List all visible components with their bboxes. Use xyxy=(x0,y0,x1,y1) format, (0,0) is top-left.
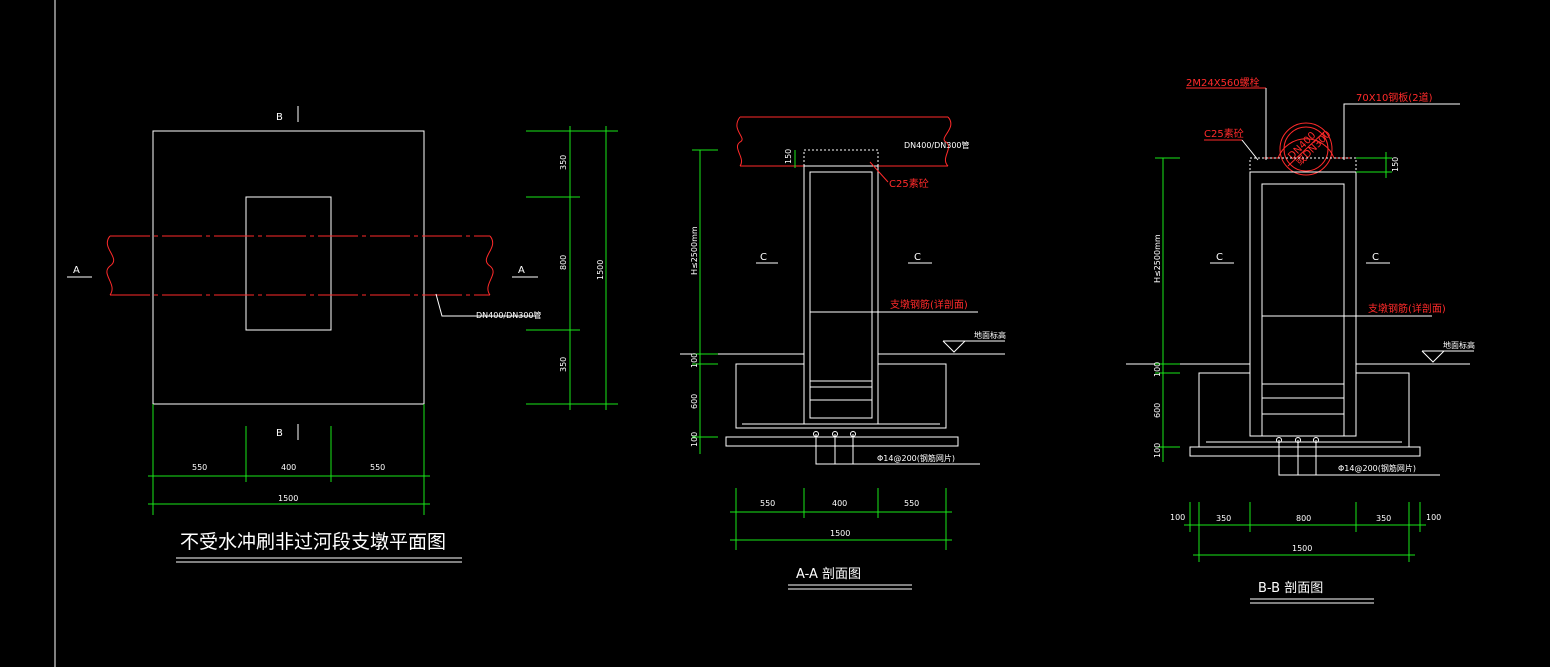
section-aa-rebar-label: 支墩钢筋(详剖面) xyxy=(890,298,968,311)
section-aa-vdim-600: 600 xyxy=(690,394,699,409)
section-aa-top-dim: 150 xyxy=(784,149,793,164)
section-aa-mesh-label: Φ14@200(钢筋网片) xyxy=(877,453,955,463)
section-aa-bottom-dimensions: 550 400 550 1500 xyxy=(730,488,952,550)
section-bb-vdim-100-top: 100 xyxy=(1153,362,1162,377)
section-aa-concrete-cradle xyxy=(803,149,879,167)
plan-dim-350-bottom: 350 xyxy=(559,357,568,372)
section-bb-column xyxy=(1249,171,1357,437)
section-bb-h-label: H≤2500mm xyxy=(1153,234,1162,283)
section-aa-mark-c-left: C xyxy=(760,252,767,263)
section-aa-pipe-label: DN400/DN300管 xyxy=(904,140,970,150)
section-aa-dim-550-left: 550 xyxy=(760,499,775,508)
plan-section-mark-b-bottom: B xyxy=(276,428,283,439)
section-bb-vertical-dimensions: H≤2500mm 100 600 100 xyxy=(1153,157,1180,462)
section-bb-mark-c-right: C xyxy=(1372,252,1379,263)
plan-right-dimensions: 350 800 350 1500 xyxy=(526,126,618,410)
section-aa-dim-400: 400 xyxy=(832,499,847,508)
section-aa-dim-total: 1500 xyxy=(830,529,850,538)
section-bb-dim-800: 800 xyxy=(1296,514,1311,523)
section-bb-base-slab xyxy=(1189,446,1421,457)
section-bb-steel-label: 70X10钢板(2道) xyxy=(1356,91,1433,104)
plan-column-outline xyxy=(245,196,332,331)
section-bb-dim-350-left: 350 xyxy=(1216,514,1231,523)
plan-section-mark-a-right: A xyxy=(518,265,525,276)
plan-section-mark-b-top: B xyxy=(276,112,283,123)
plan-title: 不受水冲刷非过河段支墩平面图 xyxy=(180,531,446,553)
section-bb-bottom-dimensions: 100 350 800 350 100 1500 xyxy=(1170,502,1441,562)
section-bb-dim-100-right: 100 xyxy=(1426,513,1441,522)
section-bb-vdim-100-bottom: 100 xyxy=(1153,443,1162,458)
section-bb-top-dim: 150 xyxy=(1391,157,1400,172)
section-bb-bolt-label: 2M24X560螺栓 xyxy=(1186,76,1260,89)
plan-view: B B A A DN400/DN300管 550 400 550 1500 xyxy=(67,106,618,563)
plan-dim-400: 400 xyxy=(281,463,296,472)
plan-dim-350-top: 350 xyxy=(559,155,568,170)
plan-section-mark-a-left: A xyxy=(73,265,80,276)
section-bb-vdim-600: 600 xyxy=(1153,403,1162,418)
section-bb-view: DN400 或DN300 地面标高 Φ14@200(钢筋网片) C C xyxy=(1126,76,1475,604)
section-bb-dim-350-right: 350 xyxy=(1376,514,1391,523)
section-aa-concrete-label: C25素砼 xyxy=(889,177,929,190)
section-aa-mark-c-right: C xyxy=(914,252,921,263)
section-bb-rebar-label: 支墩钢筋(详剖面) xyxy=(1368,302,1446,315)
plan-pipe xyxy=(106,235,494,296)
section-bb-mark-c-left: C xyxy=(1216,252,1223,263)
section-bb-concrete-label: C25素砼 xyxy=(1204,127,1244,140)
section-bb-title: B-B 剖面图 xyxy=(1258,581,1323,596)
section-bb-pipe xyxy=(1279,122,1333,176)
plan-dim-right-total: 1500 xyxy=(596,260,605,280)
section-aa-column xyxy=(803,165,879,425)
section-aa-view: 地面标高 Φ14@200(钢筋网片) C C 支墩钢筋(详剖面) C25素砼 D… xyxy=(680,116,1006,590)
plan-bottom-dimensions: 550 400 550 1500 xyxy=(148,404,430,515)
plan-pier-outline xyxy=(152,130,425,405)
section-aa-title: A-A 剖面图 xyxy=(796,567,861,582)
section-aa-dim-550-right: 550 xyxy=(904,499,919,508)
section-bb-dim-total: 1500 xyxy=(1292,544,1312,553)
section-aa-h-label: H≤2500mm xyxy=(690,226,699,275)
plan-dim-total: 1500 xyxy=(278,494,298,503)
section-aa-pipe xyxy=(736,116,952,167)
plan-dim-800: 800 xyxy=(559,255,568,270)
plan-dim-550-left: 550 xyxy=(192,463,207,472)
section-aa-footing xyxy=(735,363,947,429)
plan-dim-550-right: 550 xyxy=(370,463,385,472)
section-bb-ground-label: 地面标高 xyxy=(1443,340,1475,350)
section-aa-vdim-100-bottom: 100 xyxy=(690,432,699,447)
section-aa-vdim-100-top: 100 xyxy=(690,353,699,368)
section-aa-vertical-dimensions: H≤2500mm 100 600 100 xyxy=(690,149,718,454)
section-bb-mesh-label: Φ14@200(钢筋网片) xyxy=(1338,463,1416,473)
plan-pipe-label: DN400/DN300管 xyxy=(476,310,542,320)
section-aa-ground-label: 地面标高 xyxy=(974,330,1006,340)
section-aa-base-slab xyxy=(725,436,959,447)
section-bb-dim-100-left: 100 xyxy=(1170,513,1185,522)
